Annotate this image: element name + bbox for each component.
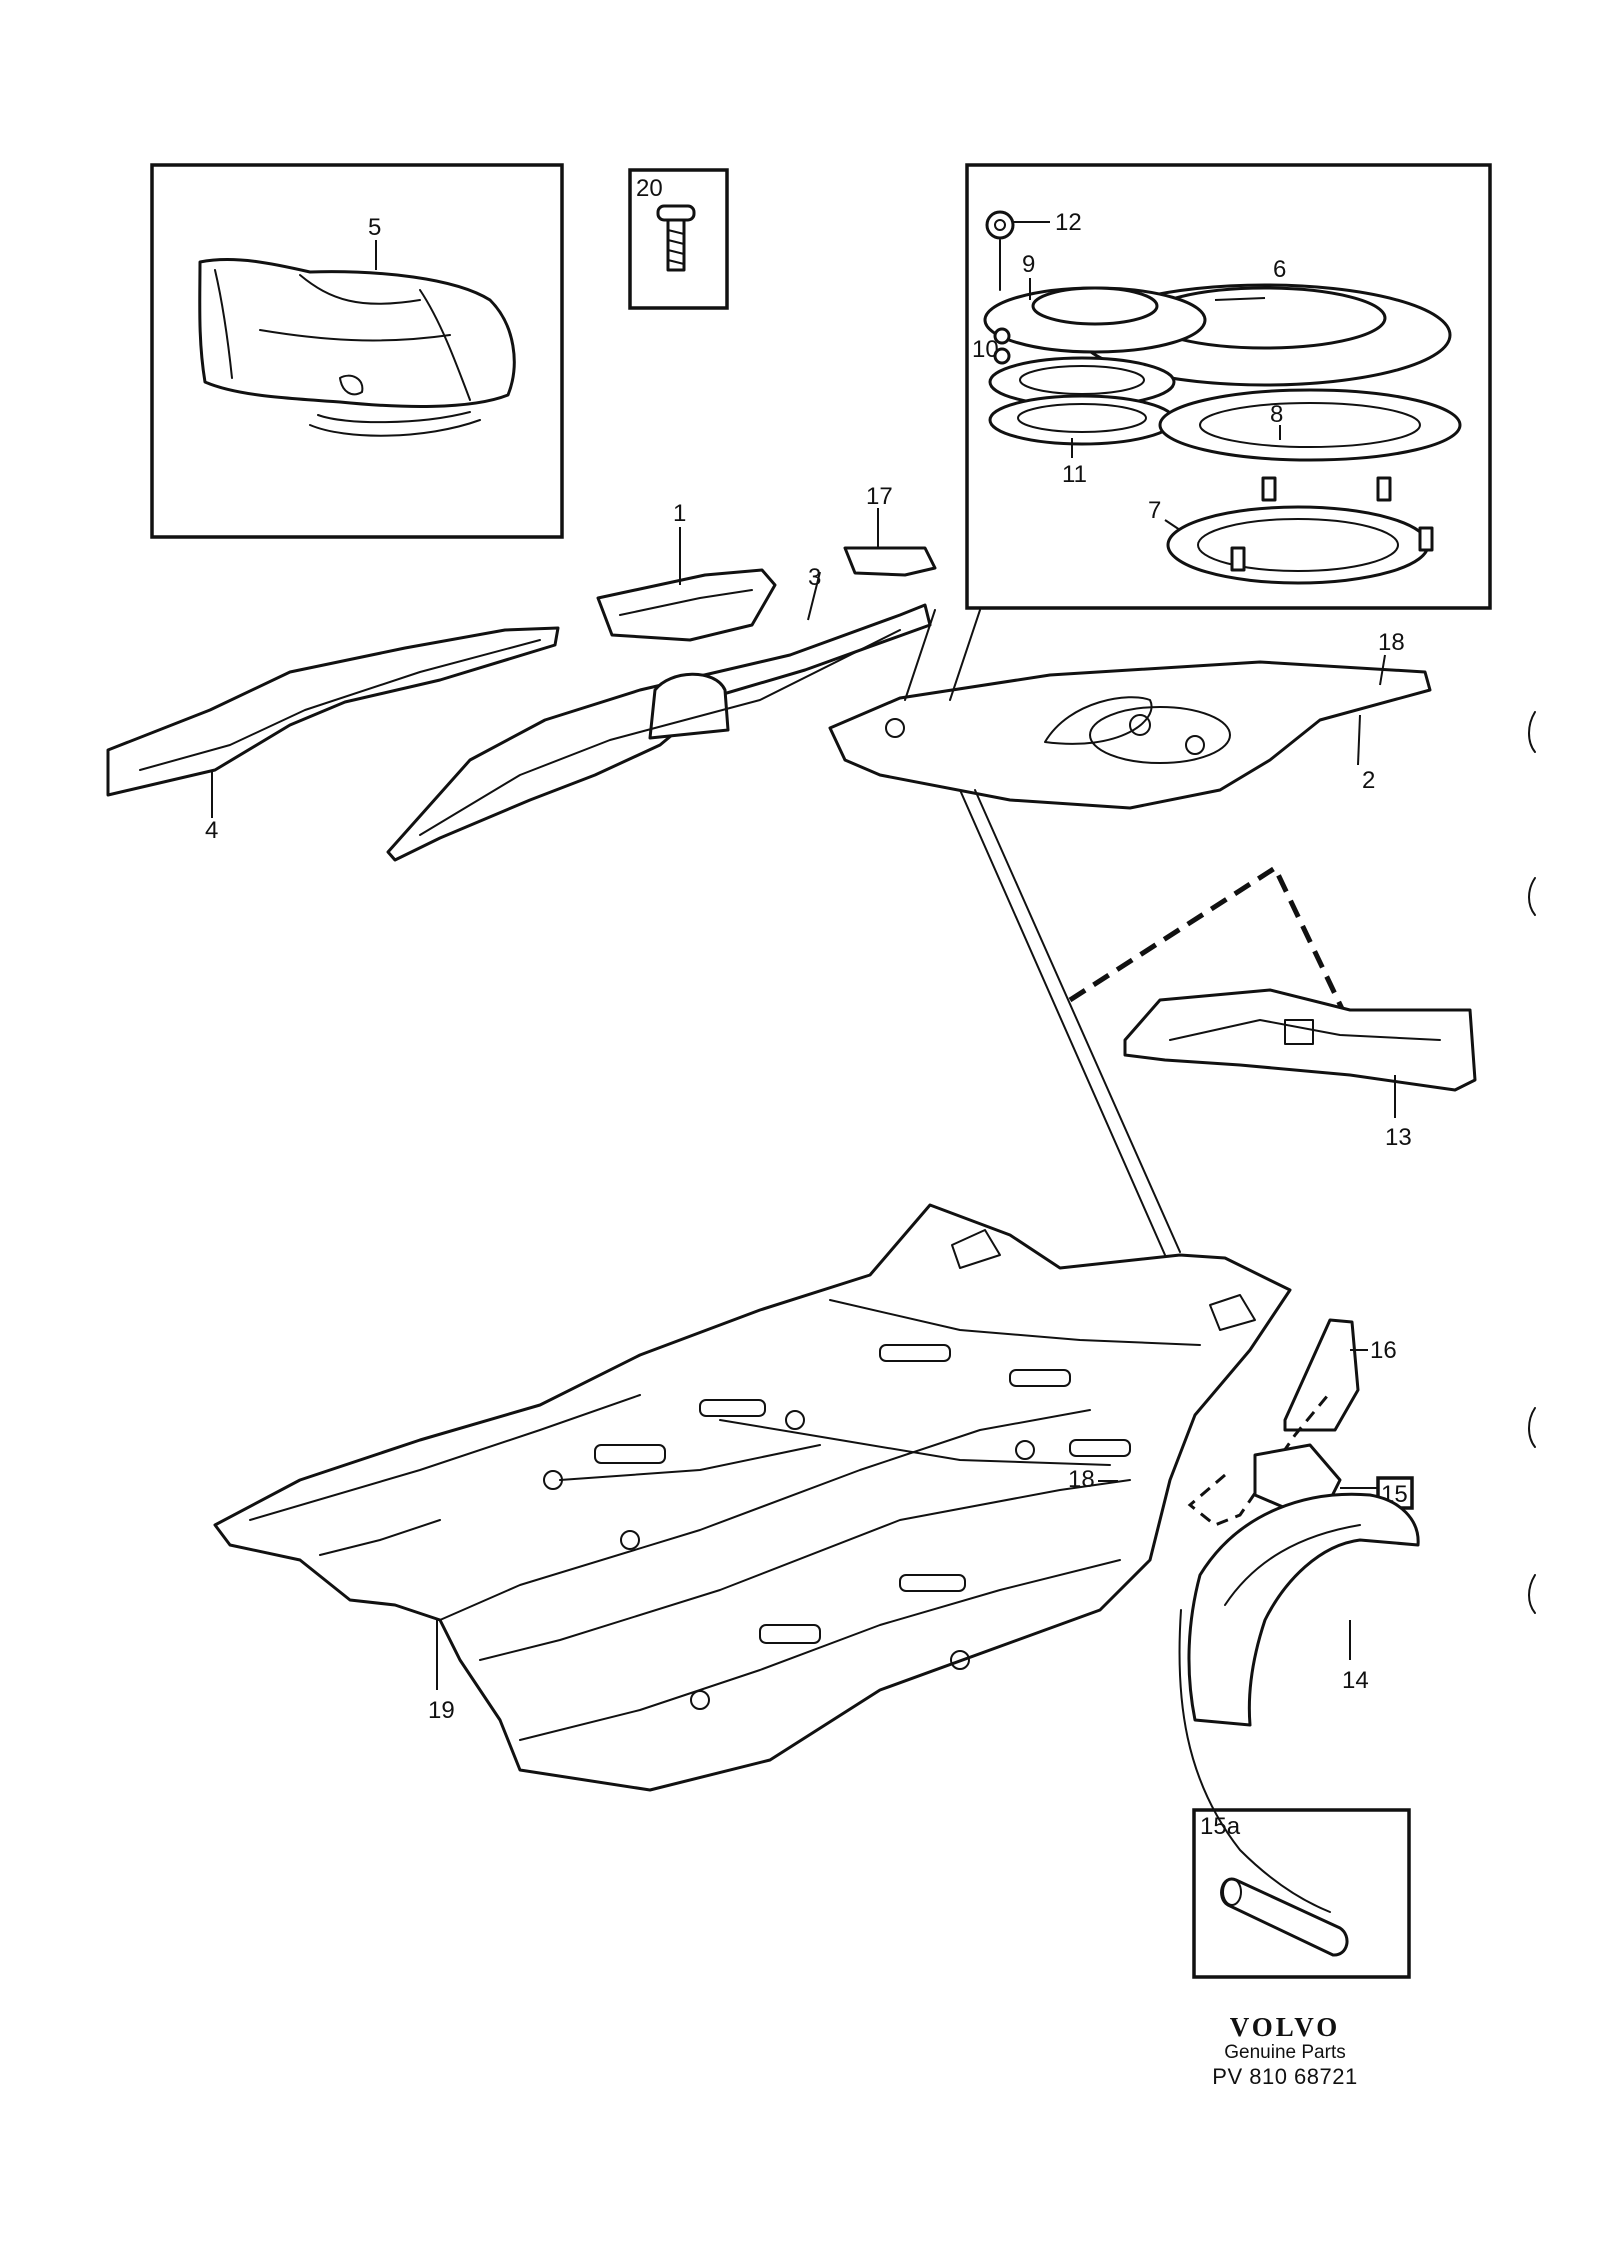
member-part-3: 3 <box>386 564 932 862</box>
inset-part-15a: 15a <box>1192 1808 1411 1979</box>
rail-part-4: 4 <box>106 626 560 844</box>
callout-5: 5 <box>368 214 381 241</box>
inset-part-20: 20 <box>628 168 729 310</box>
callout-20: 20 <box>636 175 663 202</box>
inset-spring-seat: 12 6 9 10 11 8 7 <box>965 163 1492 610</box>
document-code: PV 810 68721 <box>1212 2064 1358 2089</box>
crossmember-part-13: 13 <box>1123 988 1477 1151</box>
callout-9: 9 <box>1022 251 1035 278</box>
callout-1: 1 <box>673 500 686 527</box>
floor-pan-part-19: 19 18 <box>213 1203 1292 1792</box>
clip-part-17: 17 <box>843 483 937 577</box>
volvo-logo: VOLVO <box>1229 2012 1341 2042</box>
callout-17: 17 <box>866 483 893 510</box>
brand-block: VOLVO Genuine Parts PV 810 68721 <box>1185 2012 1385 2090</box>
spare-well-part-2: 2 18 <box>828 629 1432 810</box>
callout-18-top: 18 <box>1378 629 1405 656</box>
callout-15a: 15a <box>1200 1813 1241 1840</box>
connector-line-floor <box>959 789 1181 1256</box>
bolt-head <box>656 204 696 222</box>
dashed-guide-13 <box>1068 864 1348 1017</box>
callout-19: 19 <box>428 1697 455 1724</box>
bracket-part-1: 1 <box>596 500 777 642</box>
callout-13: 13 <box>1385 1124 1412 1151</box>
callout-11: 11 <box>1062 461 1087 488</box>
callout-16: 16 <box>1370 1337 1397 1364</box>
callout-7: 7 <box>1148 497 1161 524</box>
callout-3: 3 <box>808 564 821 591</box>
callout-4: 4 <box>205 817 218 844</box>
callout-18-floor: 18 <box>1068 1466 1095 1493</box>
callout-2: 2 <box>1362 767 1375 794</box>
nut-part-12 <box>985 210 1015 240</box>
callout-8: 8 <box>1270 401 1283 428</box>
connector-line-inset <box>904 609 981 701</box>
callout-12: 12 <box>1055 209 1082 236</box>
bracket-part-16: 16 <box>1187 1318 1397 1527</box>
callout-6: 6 <box>1273 256 1286 283</box>
heat-shield-part <box>198 257 516 408</box>
callout-14: 14 <box>1342 1667 1369 1694</box>
inset-part-5: 5 <box>150 163 564 539</box>
gasket-part-8 <box>1158 388 1462 462</box>
margin-marks <box>1528 711 1536 1614</box>
wheel-arch-part-14: 14 <box>1178 1492 1420 1913</box>
callout-10: 10 <box>972 336 999 363</box>
brand-tagline: Genuine Parts <box>1224 2042 1346 2063</box>
